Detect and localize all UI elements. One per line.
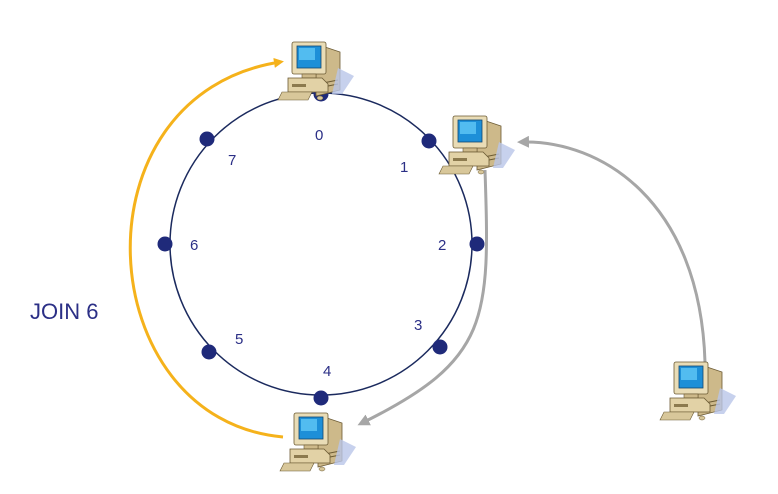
ring-node-3: [432, 339, 448, 355]
route-arrow-to-node-4: [357, 169, 489, 426]
ring-node-1: [421, 133, 437, 149]
computer-new: [659, 361, 737, 421]
computer-node-1: [438, 115, 516, 175]
join-arrow: [128, 58, 284, 439]
ring-node-2: [469, 236, 485, 252]
ring-label-1: 1: [400, 159, 408, 176]
ring-label-7: 7: [228, 152, 236, 169]
ring-label-4: 4: [323, 363, 331, 380]
desktop-computer-icon: [279, 412, 357, 472]
ring-label-2: 2: [438, 237, 446, 254]
ring-label-5: 5: [235, 331, 243, 348]
computer-bottom: [279, 412, 357, 472]
computer-top: [277, 41, 355, 101]
ring-node-4: [313, 390, 329, 406]
route-arrow-to-node-1: [517, 135, 707, 363]
desktop-computer-icon: [277, 41, 355, 101]
ring-node-6: [157, 236, 173, 252]
ring-node-5: [201, 344, 217, 360]
ring-node-7: [199, 131, 215, 147]
ring-label-0: 0: [315, 127, 323, 144]
ring-label-3: 3: [414, 317, 422, 334]
desktop-computer-icon: [659, 361, 737, 421]
desktop-computer-icon: [438, 115, 516, 175]
ring-label-6: 6: [190, 237, 198, 254]
join-label: JOIN 6: [30, 299, 98, 324]
